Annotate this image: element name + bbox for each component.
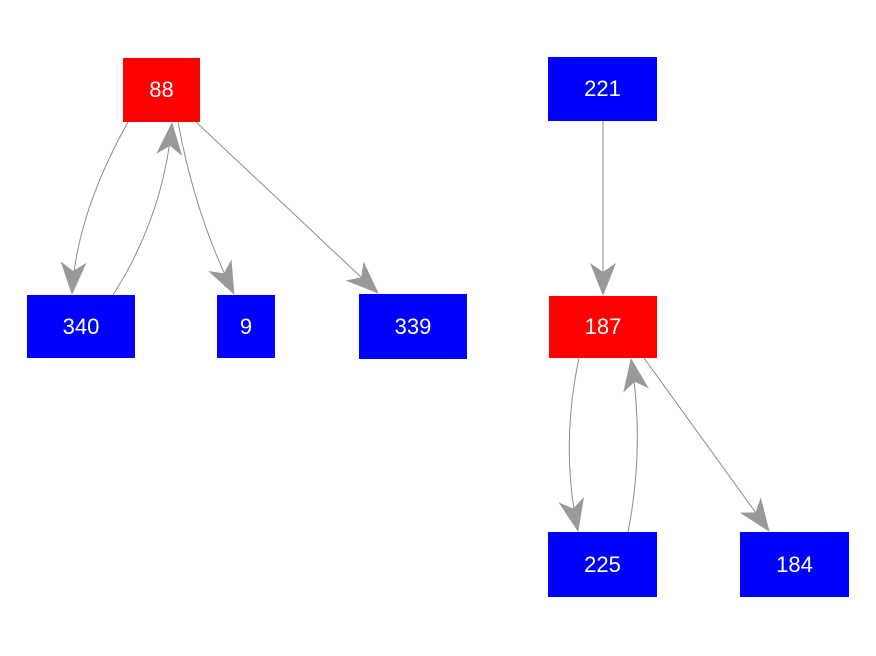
- node-label: 187: [584, 314, 622, 339]
- graph-node-184: 184: [740, 532, 849, 597]
- edge-88-to-339: [195, 121, 379, 294]
- graph-node-88: 88: [123, 58, 200, 122]
- edge-340-to-88: [112, 122, 183, 296]
- edge-187-to-225: [558, 357, 585, 532]
- node-label: 184: [776, 551, 813, 577]
- node-label: 225: [584, 551, 621, 577]
- node-label: 340: [62, 313, 100, 339]
- node-label: 88: [149, 77, 174, 102]
- graph-node-9: 9: [217, 295, 275, 358]
- node-label: 9: [239, 313, 253, 339]
- graph-node-340: 340: [27, 295, 135, 358]
- edge-225-to-187: [623, 358, 649, 533]
- edge-88-to-340: [60, 121, 129, 295]
- edge-187-to-184: [643, 357, 770, 532]
- node-label: 221: [584, 76, 621, 101]
- graph-node-225: 225: [548, 532, 657, 597]
- graph-node-187: 187: [549, 296, 657, 358]
- edge-88-to-9: [177, 121, 235, 295]
- edge-group: [60, 121, 770, 533]
- graph-node-339: 339: [359, 294, 467, 359]
- graph-node-221: 221: [548, 57, 657, 121]
- node-label: 339: [394, 313, 432, 339]
